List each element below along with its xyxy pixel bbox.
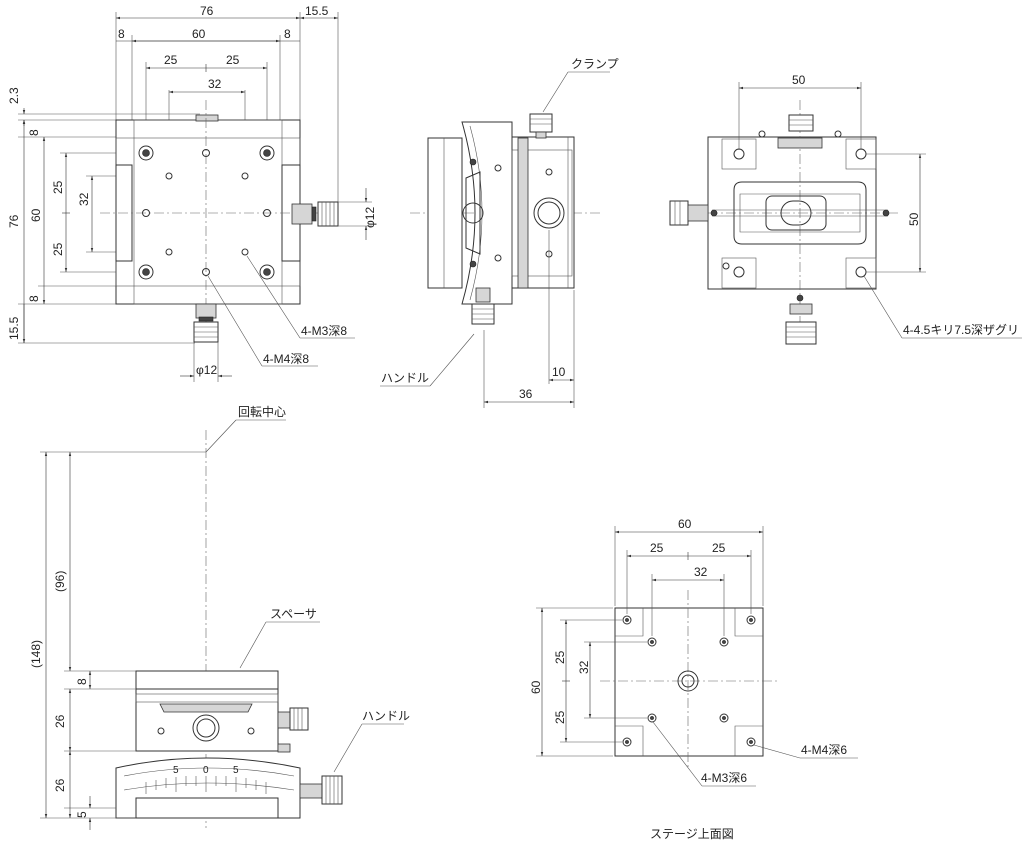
dim-25-left: 25 (164, 53, 178, 67)
dim-76: 76 (200, 4, 214, 18)
dim-stage-25-left: 25 (650, 541, 664, 555)
dim-8-top-v: 8 (27, 129, 41, 136)
callout-handle-side: ハンドル (381, 371, 429, 385)
bottom-view: 50 50 4-4.5キリ7.5深ザグリ (669, 73, 1022, 345)
callout-m3-depth8: 4-M3深8 (301, 324, 347, 338)
right-knob (291, 201, 339, 227)
dim-76-v: 76 (7, 214, 21, 228)
dim-32: 32 (208, 77, 222, 91)
dim-phi12-bottom: φ12 (196, 363, 217, 377)
dim-8-right: 8 (284, 27, 291, 41)
dim-26-top: 26 (53, 714, 67, 728)
dim-25-right: 25 (226, 53, 240, 67)
dim-stage-25-top: 25 (553, 650, 567, 664)
dim-stage-25-right: 25 (712, 541, 726, 555)
dim-stage-32-top: 32 (694, 565, 708, 579)
callout-counterbore: 4-4.5キリ7.5深ザグリ (903, 323, 1019, 337)
rotation-scale-ticks (145, 776, 267, 794)
bottom-knob (193, 303, 219, 343)
front-view: 回転中心 スペーサ (29, 404, 410, 830)
dim-36: 36 (519, 387, 533, 401)
scale-label-right-5: 5 (233, 765, 239, 776)
dim-148: (148) (29, 640, 43, 668)
dim-32-v: 32 (77, 192, 91, 206)
dim-8-left: 8 (118, 27, 125, 41)
dim-8-bottom-v: 8 (27, 295, 41, 302)
dim-60: 60 (192, 27, 206, 41)
callout-rotation-center: 回転中心 (238, 404, 286, 419)
dim-25-top-v: 25 (51, 180, 65, 194)
dim-stage-32-left: 32 (577, 660, 591, 674)
callout-clamp: クランプ (571, 57, 619, 71)
top-view: 76 15.5 8 60 8 25 25 32 2.3 76 8 60 8 (7, 4, 377, 382)
callout-m4-depth8: 4-M4深8 (263, 352, 309, 366)
stage-top-view: 60 25 25 32 60 25 25 32 4-M4深6 4-M3深6 ステ… (529, 517, 858, 841)
dim-15-5: 15.5 (305, 4, 329, 18)
dim-96: (96) (53, 571, 67, 592)
dim-stage-60-top: 60 (678, 517, 692, 531)
mount-holes (138, 145, 275, 280)
dim-50-side: 50 (907, 212, 921, 226)
dim-10: 10 (552, 365, 566, 379)
callout-stage-m4-depth6: 4-M4深6 (801, 743, 847, 757)
dim-stage-60-left: 60 (529, 680, 543, 694)
dim-2-3: 2.3 (7, 87, 21, 104)
dim-15-5-v: 15.5 (7, 316, 21, 340)
side-view: クランプ ハンドル 10 36 (380, 57, 619, 408)
dim-60-v: 60 (29, 208, 43, 222)
dim-5: 5 (75, 811, 89, 818)
dim-phi12-right: φ12 (363, 207, 377, 228)
callout-spacer: スペーサ (270, 607, 317, 621)
scale-label-left-5: 5 (173, 765, 179, 776)
callout-stage-m3-depth6: 4-M3深6 (701, 771, 747, 785)
dim-stage-25-bottom: 25 (553, 710, 567, 724)
scale-label-0: 0 (203, 765, 209, 776)
dim-50-top: 50 (792, 73, 806, 87)
stage-top-caption: ステージ上面図 (650, 827, 734, 841)
dim-26-bottom: 26 (53, 778, 67, 792)
dim-8-front: 8 (75, 678, 89, 685)
dim-25-bottom-v: 25 (51, 242, 65, 256)
callout-handle-front: ハンドル (362, 709, 410, 723)
